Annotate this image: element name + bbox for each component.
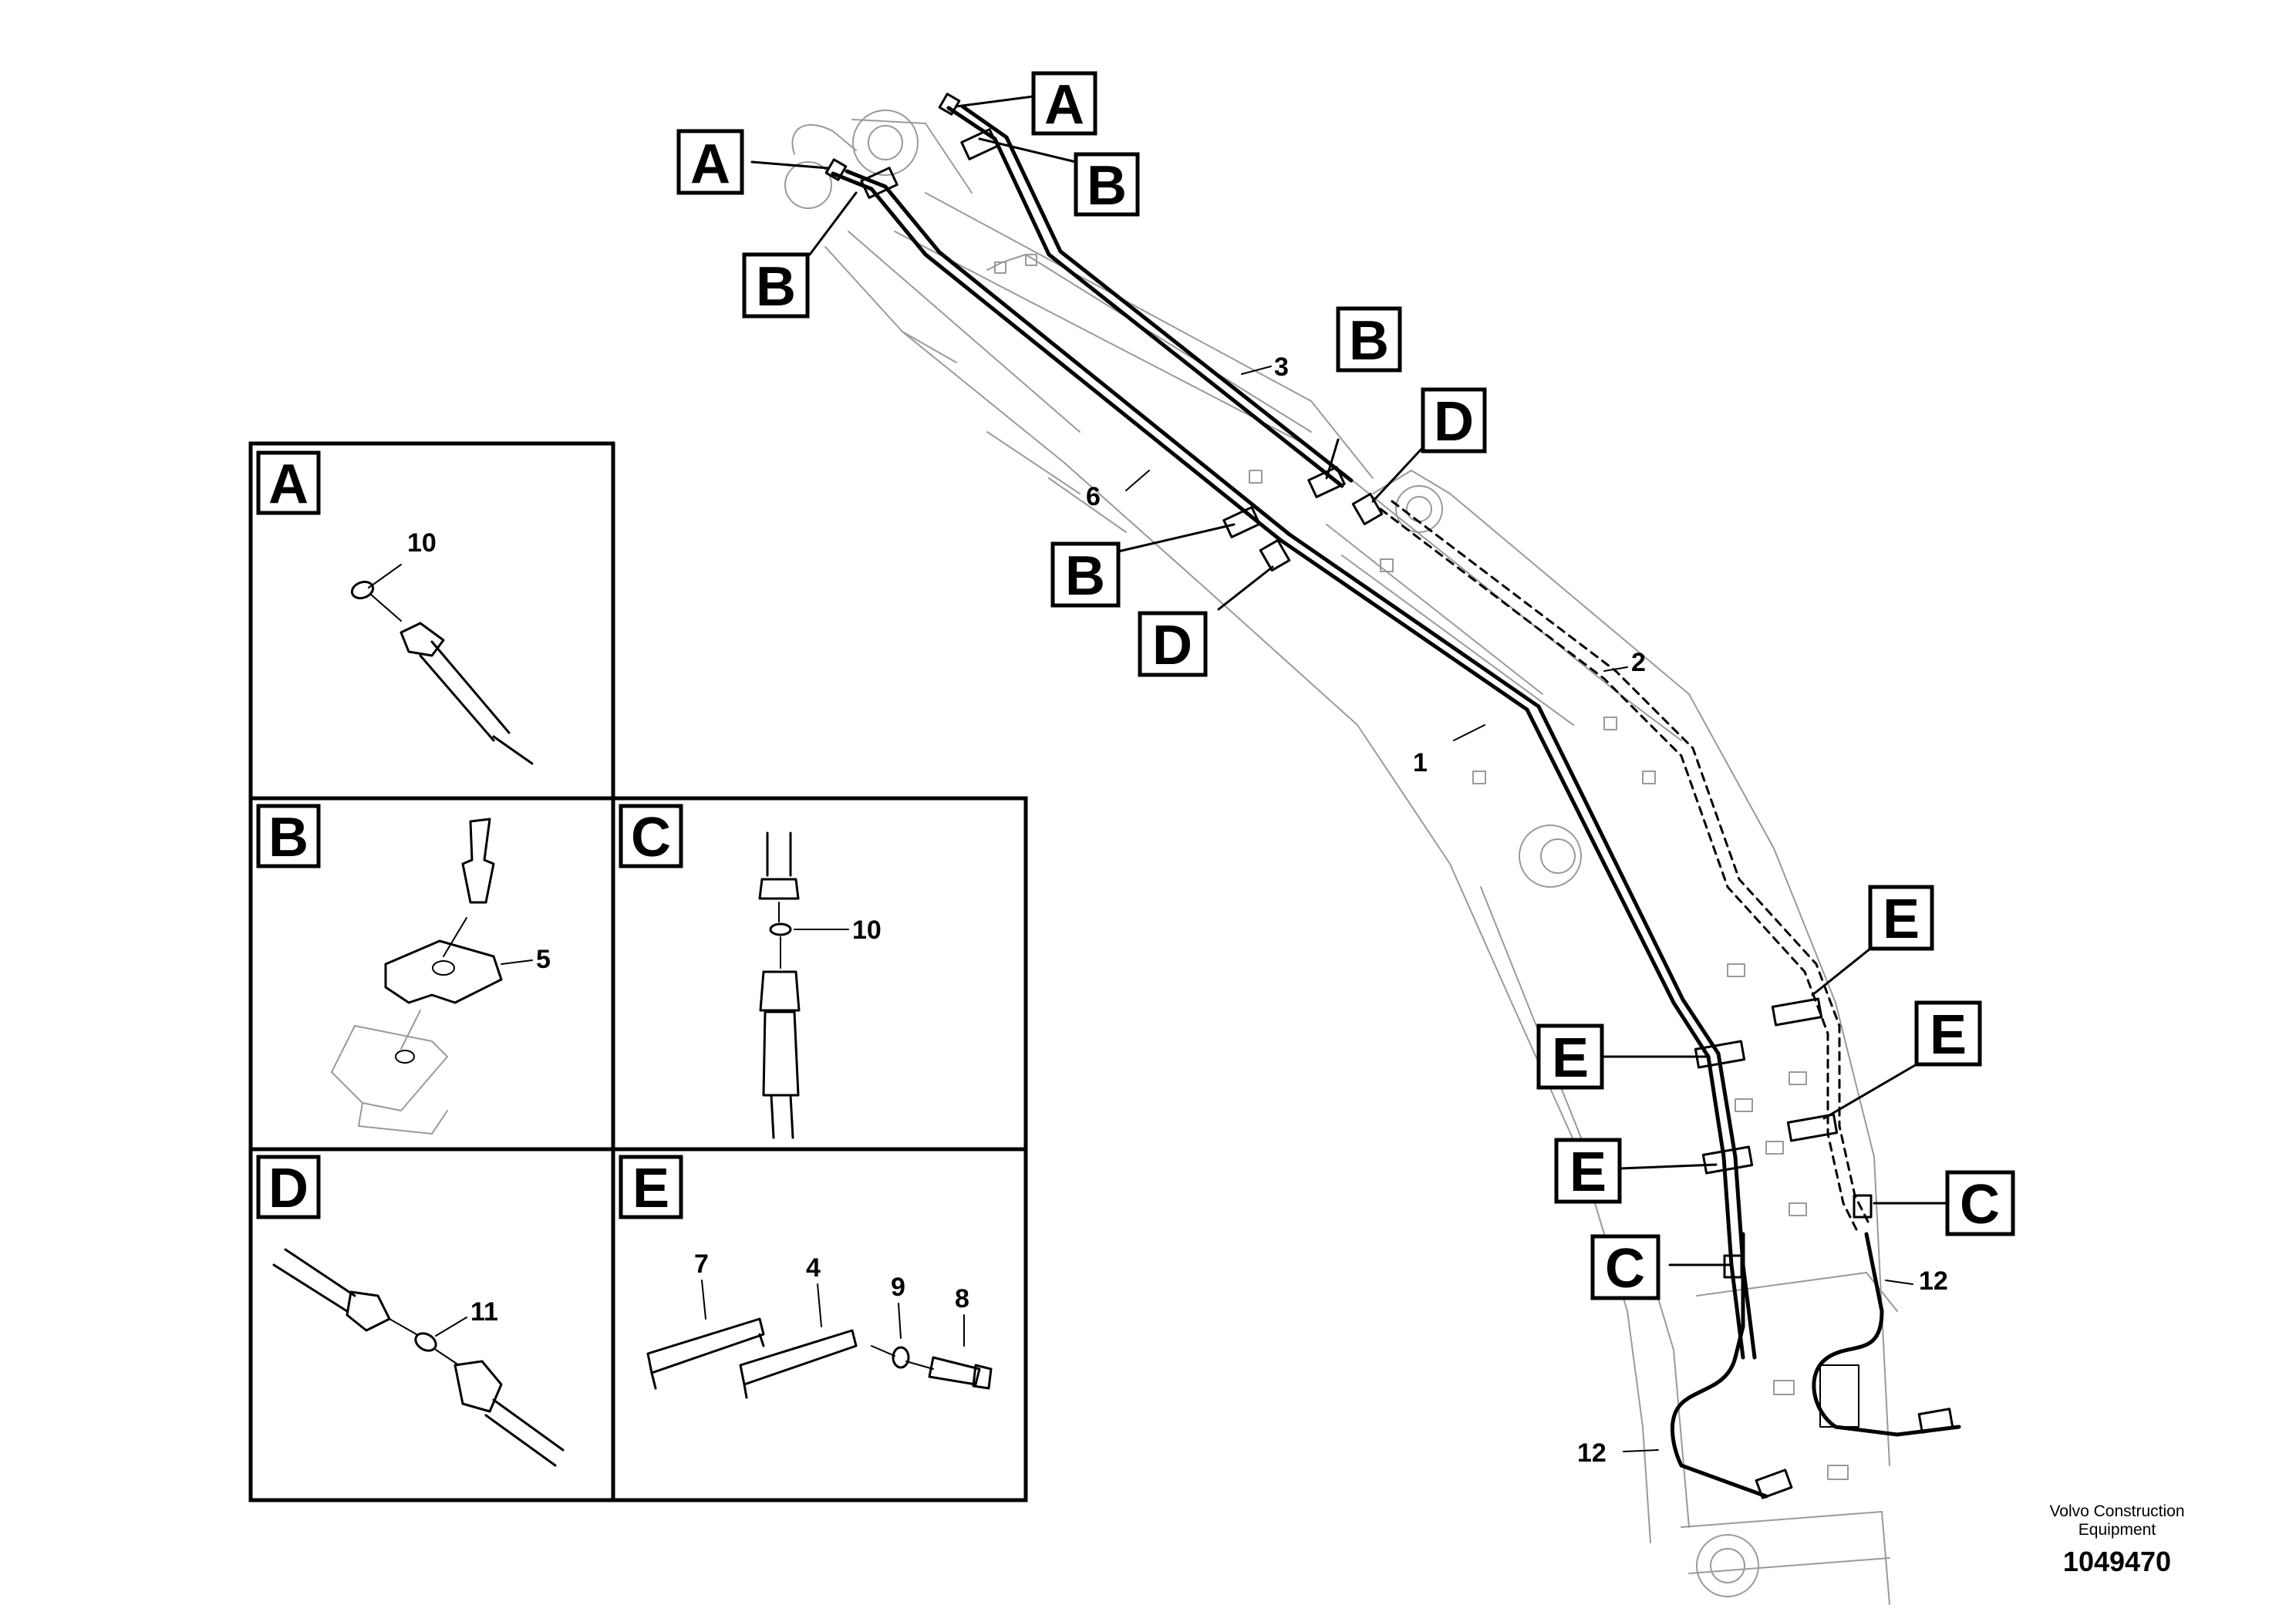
callout-C-right: C: [1945, 1170, 2015, 1236]
leader-lines: [750, 95, 1949, 1452]
svg-text:B: B: [1065, 545, 1105, 607]
brand-line-2: Equipment: [2079, 1521, 2156, 1539]
svg-text:A: A: [1044, 74, 1084, 136]
callout-B-left: B: [742, 252, 810, 319]
callout-E-3: E: [1914, 1000, 1982, 1067]
svg-text:B: B: [756, 256, 796, 318]
part-4-label: 4: [806, 1253, 821, 1283]
part-8-label: 8: [955, 1284, 969, 1313]
part-12-label-right: 12: [1919, 1266, 1948, 1296]
svg-text:C: C: [631, 807, 671, 868]
svg-text:D: D: [1152, 615, 1192, 676]
detail-panel-C: C 10: [619, 804, 882, 1139]
svg-text:C: C: [1960, 1174, 2000, 1236]
part-9-label: 9: [891, 1273, 905, 1302]
detail-panel-E: E 7 4 9 8: [619, 1155, 993, 1399]
part-3-label: 3: [1274, 352, 1289, 382]
svg-text:B: B: [1087, 155, 1127, 217]
svg-text:D: D: [268, 1158, 308, 1219]
part-numbers-main: 3 6 2 1 12 12: [1086, 352, 1948, 1468]
callout-E-1: E: [1868, 885, 1934, 951]
part-12-label-left: 12: [1577, 1438, 1607, 1468]
callout-A-top: A: [1031, 71, 1097, 136]
callout-E-4: E: [1554, 1138, 1622, 1204]
svg-text:B: B: [1349, 310, 1389, 372]
svg-text:D: D: [1434, 391, 1474, 453]
callout-B-top: B: [1074, 152, 1140, 217]
svg-text:A: A: [268, 454, 308, 515]
callout-D-mid-left: D: [1138, 611, 1208, 677]
callout-B-mid-left: B: [1050, 541, 1121, 608]
boom-outline: [784, 110, 1898, 1605]
detail-panels: [248, 441, 1028, 1502]
svg-text:B: B: [268, 807, 308, 868]
callout-B-mid-right: B: [1336, 306, 1402, 373]
svg-text:E: E: [1569, 1141, 1607, 1203]
drawing-number: 1049470: [2063, 1546, 2171, 1577]
svg-text:E: E: [1552, 1027, 1589, 1089]
svg-text:E: E: [1883, 889, 1920, 950]
svg-text:A: A: [690, 133, 730, 195]
callout-D-mid-right: D: [1421, 387, 1487, 454]
detail-panel-B: B 5: [256, 804, 551, 1135]
part-1-label: 1: [1413, 748, 1428, 777]
callout-E-2: E: [1536, 1023, 1604, 1090]
part-6-label: 6: [1086, 482, 1101, 511]
svg-text:E: E: [1930, 1004, 1967, 1066]
part-7-label: 7: [694, 1249, 709, 1279]
svg-text:E: E: [632, 1158, 669, 1219]
brand-line-1: Volvo Construction: [2049, 1502, 2184, 1520]
svg-text:C: C: [1605, 1238, 1645, 1300]
part-5-label: 5: [536, 945, 551, 974]
callout-A-left: A: [676, 129, 744, 195]
part-11-label: 11: [470, 1297, 498, 1327]
hydraulic-lines: [824, 93, 1961, 1499]
part-10-label-A: 10: [407, 528, 437, 558]
detail-panel-D: D 11: [256, 1155, 565, 1467]
part-10-label-C: 10: [852, 916, 882, 945]
detail-panel-A: A 10: [256, 450, 534, 765]
callout-C-left: C: [1590, 1234, 1660, 1300]
footer: Volvo Construction Equipment 1049470: [2049, 1502, 2184, 1577]
part-2-label: 2: [1631, 648, 1646, 677]
